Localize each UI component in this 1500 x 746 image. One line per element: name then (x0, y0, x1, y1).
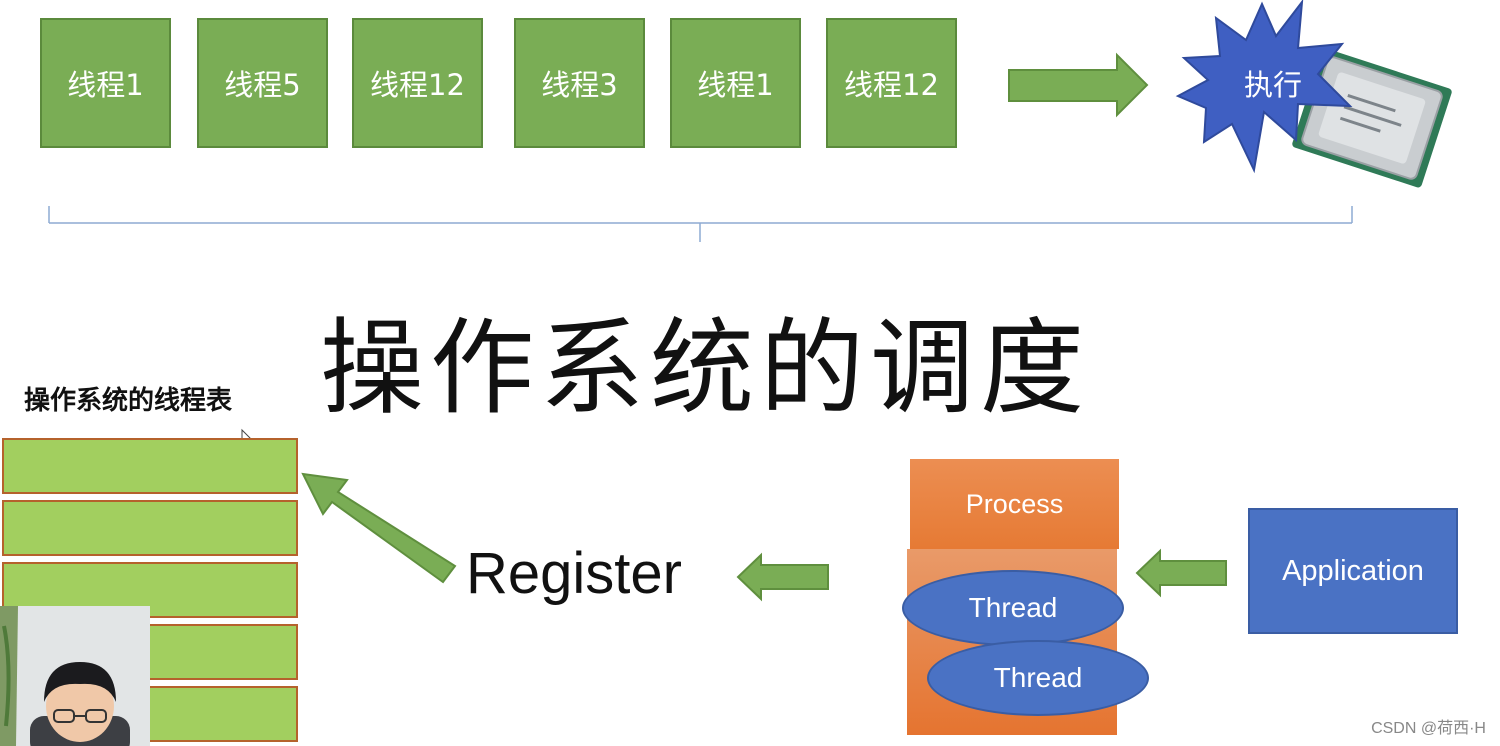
process-header: Process (910, 459, 1119, 549)
cpu-chip-image (1292, 48, 1452, 188)
arrow-to-execute (1008, 52, 1149, 118)
queue-thread-box: 线程12 (352, 18, 483, 148)
process-thread-ellipse: Thread (927, 640, 1149, 716)
arrow-to-register (736, 552, 829, 602)
main-title: 操作系统的调度 (320, 307, 1091, 429)
thread-table-row (2, 500, 298, 556)
execute-label: 执行 (1243, 68, 1302, 102)
register-label: Register (466, 541, 682, 606)
starburst-shape (1175, 0, 1353, 174)
queue-thread-box: 线程5 (197, 18, 328, 148)
process-thread-ellipse: Thread (902, 570, 1124, 646)
presenter-video (0, 606, 150, 746)
queue-thread-box: 线程1 (40, 18, 171, 148)
watermark: CSDN @荷西·H (1371, 720, 1486, 737)
queue-bracket (48, 206, 1353, 242)
queue-thread-box: 线程12 (826, 18, 957, 148)
arrow-to-process (1135, 548, 1227, 598)
arrow-to-thread-table (301, 472, 457, 584)
thread-table-row (2, 438, 298, 494)
queue-thread-box: 线程3 (514, 18, 645, 148)
webcam-overlay (0, 606, 150, 746)
thread-table-title: 操作系统的线程表 (24, 386, 233, 416)
application-box: Application (1248, 508, 1458, 634)
queue-thread-box: 线程1 (670, 18, 801, 148)
